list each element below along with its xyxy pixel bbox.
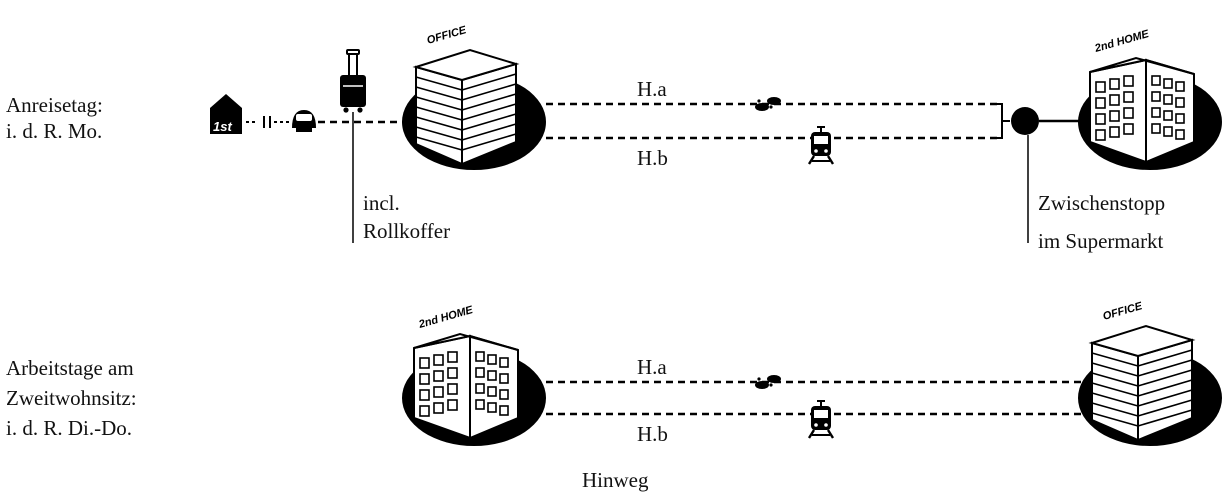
route-ha-label: H.a bbox=[637, 355, 667, 379]
row2-label-line1: Arbeitstage am bbox=[6, 356, 134, 380]
luggage-note-line1: incl. bbox=[363, 191, 400, 215]
home-sign: 2nd HOME bbox=[417, 304, 475, 331]
row2-label-line2: Zweitwohnsitz: bbox=[6, 386, 137, 410]
stop-note-line1: Zwischenstopp bbox=[1038, 191, 1165, 215]
stop-note-line2: im Supermarkt bbox=[1038, 229, 1164, 253]
supermarket-stop-icon bbox=[1011, 107, 1039, 135]
train-front-icon bbox=[292, 110, 316, 132]
second-home-building-icon: 2nd HOME bbox=[1077, 28, 1223, 171]
caption: Hinweg bbox=[582, 468, 649, 492]
row1-label-line2: i. d. R. Mo. bbox=[6, 119, 102, 143]
office-building-icon: OFFICE bbox=[401, 24, 547, 171]
luggage-note-line2: Rollkoffer bbox=[363, 219, 450, 243]
route-ha-label: H.a bbox=[637, 77, 667, 101]
office-building-icon: OFFICE bbox=[1077, 300, 1223, 447]
route-hb-label: H.b bbox=[637, 146, 668, 170]
home-sign: 2nd HOME bbox=[1093, 28, 1151, 55]
tram-icon bbox=[807, 125, 835, 166]
row2-label-line3: i. d. R. Di.-Do. bbox=[6, 416, 132, 440]
office-sign: OFFICE bbox=[426, 24, 469, 47]
suitcase-icon bbox=[340, 49, 366, 113]
first-home-badge: 1st bbox=[213, 119, 232, 134]
first-home-icon: 1st bbox=[210, 94, 242, 134]
first-home-connector bbox=[246, 116, 292, 128]
route-bracket bbox=[996, 103, 1010, 139]
office-sign: OFFICE bbox=[1102, 300, 1145, 323]
tram-icon bbox=[807, 399, 835, 440]
route-hb-label: H.b bbox=[637, 422, 668, 446]
row1-label-line1: Anreisetag: bbox=[6, 93, 103, 117]
second-home-building-icon: 2nd HOME bbox=[401, 304, 547, 447]
